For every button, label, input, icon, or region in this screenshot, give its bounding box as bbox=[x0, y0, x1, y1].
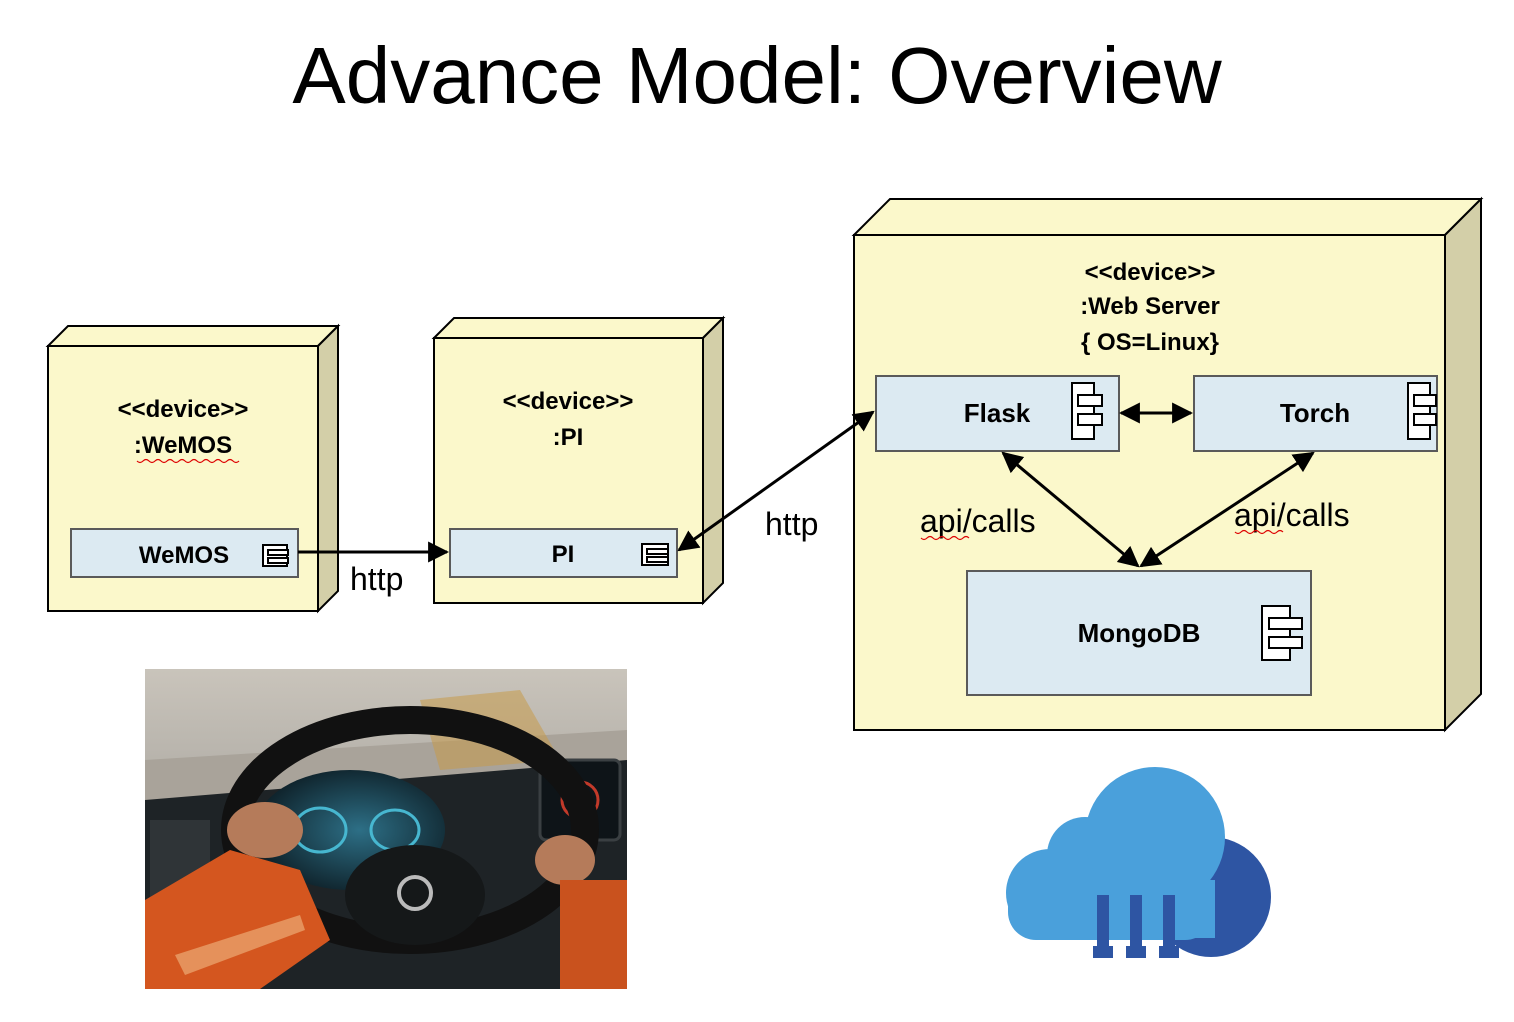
component-mongodb: MongoDB bbox=[966, 570, 1312, 696]
component-pi: PI bbox=[449, 528, 678, 578]
node-wemos: <<device>> :WeMOS WeMOS bbox=[45, 323, 341, 614]
component-icon bbox=[262, 544, 289, 567]
component-icon bbox=[641, 543, 669, 566]
component-torch: Torch bbox=[1193, 375, 1438, 452]
webserver-stereotype: <<device>> bbox=[1085, 259, 1216, 286]
torch-component-label: Torch bbox=[1280, 398, 1350, 428]
pi-stereotype: <<device>> bbox=[503, 388, 634, 415]
node-pi: <<device>> :PI PI bbox=[431, 315, 726, 606]
wemos-component-label: WeMOS bbox=[139, 542, 229, 569]
component-icon bbox=[1071, 382, 1103, 440]
edge-label: api/calls bbox=[1234, 497, 1350, 533]
edge-pi-flask: http bbox=[677, 410, 875, 552]
pi-node-name: :PI bbox=[553, 424, 584, 451]
node-web-server: <<device>> :Web Server { OS=Linux} Flask… bbox=[851, 196, 1484, 733]
edge-label: api/calls bbox=[920, 503, 1036, 539]
wemos-stereotype: <<device>> bbox=[118, 396, 249, 423]
edge-wemos-pi: http bbox=[298, 541, 450, 597]
component-wemos: WeMOS bbox=[70, 528, 299, 578]
component-icon bbox=[1261, 605, 1303, 661]
webserver-node-name: :Web Server bbox=[1080, 293, 1220, 320]
cloud-icon bbox=[1006, 767, 1271, 958]
page-title: Advance Model: Overview bbox=[292, 31, 1222, 120]
edge-torch-mongodb: api/calls bbox=[1139, 451, 1350, 568]
pi-component-label: PI bbox=[552, 541, 575, 568]
webserver-constraint: { OS=Linux} bbox=[1081, 329, 1219, 356]
flask-component-label: Flask bbox=[964, 398, 1031, 428]
truck-driver-photo bbox=[145, 669, 627, 989]
edge-flask-mongodb: api/calls bbox=[920, 451, 1140, 568]
edge-label: http bbox=[765, 506, 818, 542]
wemos-node-name: :WeMOS bbox=[134, 432, 232, 459]
edge-label: http bbox=[350, 561, 403, 597]
component-flask: Flask bbox=[875, 375, 1120, 452]
mongodb-component-label: MongoDB bbox=[1078, 618, 1201, 648]
component-icon bbox=[1407, 382, 1437, 440]
